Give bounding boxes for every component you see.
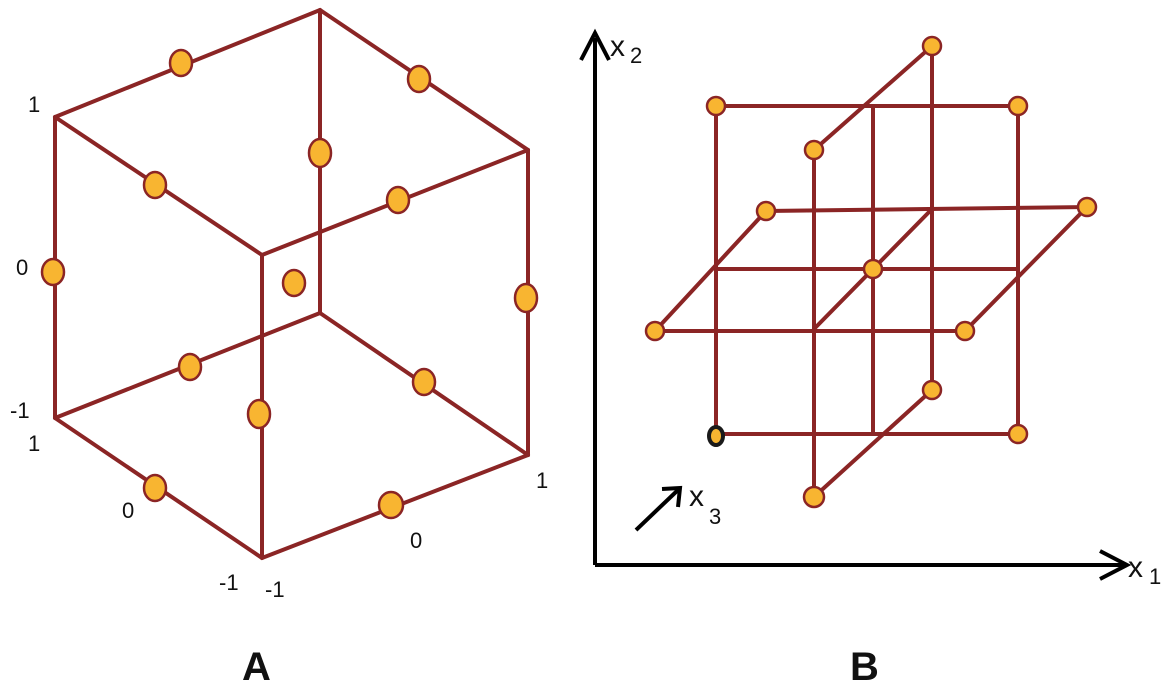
design-point-center: [862, 258, 884, 280]
tick-label: -1: [10, 398, 30, 423]
x3-axis-label: x: [689, 480, 704, 513]
design-point: [1007, 423, 1029, 445]
design-point: [802, 485, 826, 509]
tick-label: 0: [122, 498, 134, 523]
design-point: [705, 95, 727, 117]
tick-label: 0: [410, 528, 422, 553]
intersection-depth-thin: [813, 268, 874, 330]
cube-point: [377, 490, 405, 520]
design-points: [644, 35, 1098, 509]
design-point-origin: [707, 425, 725, 447]
panel-a-cube: 1 0 -1 1 0 -1 -1 0 1 A: [10, 7, 548, 687]
cube-point: [411, 367, 437, 397]
x3-axis-subscript: 3: [709, 504, 721, 529]
coordinate-axes: [579, 28, 1132, 581]
cube-point: [142, 170, 168, 200]
tick-label: 0: [16, 255, 28, 280]
design-point: [954, 320, 976, 342]
cube-point: [307, 137, 333, 169]
cube-point: [177, 352, 203, 382]
x1-axis-label: x: [1128, 551, 1143, 584]
tick-label: -1: [265, 577, 285, 602]
tick-label: -1: [219, 570, 239, 595]
design-point: [1007, 95, 1029, 117]
design-point: [921, 35, 943, 57]
design-point: [755, 200, 777, 222]
x2-axis-label: x: [610, 30, 625, 63]
cube-point: [40, 257, 66, 287]
tick-label: 1: [536, 468, 548, 493]
cube-design-points: [40, 48, 539, 520]
x1-axis-subscript: 1: [1149, 564, 1161, 589]
x2-arrowhead: [579, 28, 611, 61]
cube-point-center: [281, 268, 307, 298]
design-point: [1076, 196, 1098, 218]
cube-point: [142, 473, 168, 503]
x3-arrowhead: [661, 485, 683, 508]
tick-label: 1: [28, 92, 40, 117]
x2-axis-subscript: 2: [630, 43, 642, 68]
design-point: [644, 320, 666, 342]
cube-point: [385, 185, 411, 215]
design-point: [803, 139, 825, 161]
panel-b-design: x 2 x 1 x 3: [579, 28, 1161, 687]
design-point: [921, 379, 943, 401]
x1-arrowhead: [1099, 549, 1132, 581]
cube-point: [168, 48, 194, 78]
panel-label-a: A: [242, 645, 271, 687]
x3-axis: [634, 488, 680, 532]
panel-label-b: B: [850, 645, 879, 687]
cube-point: [513, 282, 539, 314]
tick-label: 1: [28, 431, 40, 456]
cube-point: [246, 398, 272, 430]
cube-point: [406, 64, 432, 94]
